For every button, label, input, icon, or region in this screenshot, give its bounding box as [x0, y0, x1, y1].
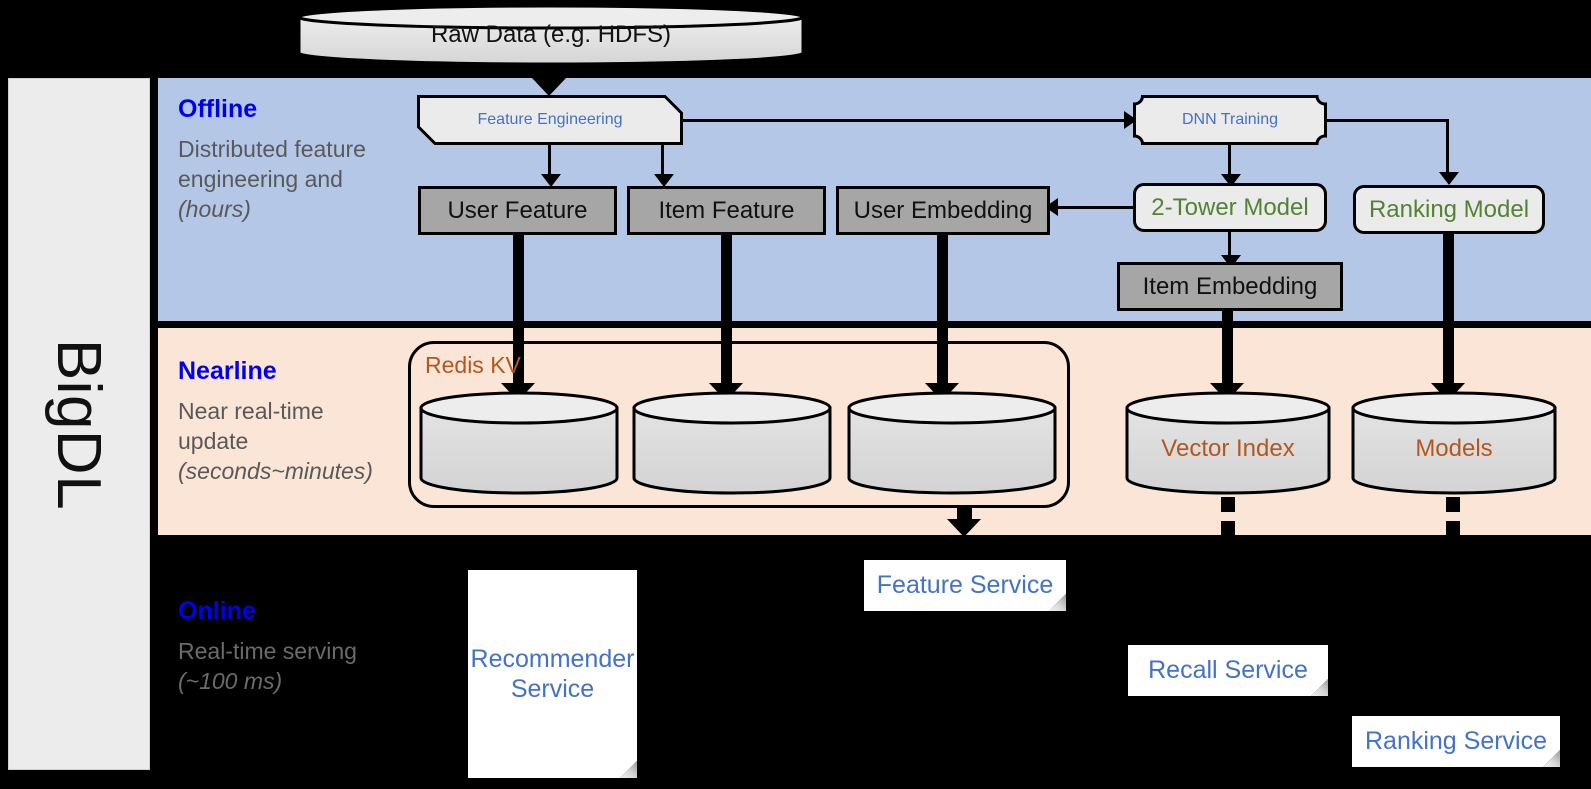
dnn-training-label: DNN Training — [1181, 111, 1279, 128]
pipe-itemembedding-vectorindex — [1222, 311, 1233, 387]
pipe-userembedding-redis — [937, 235, 948, 387]
item-feature-box[interactable]: Item Feature — [627, 186, 826, 235]
stub-models-upper — [1446, 497, 1460, 512]
stub-vectorindex-upper — [1221, 497, 1235, 512]
bigdl-label: BigDL — [44, 338, 114, 510]
offline-caption: Offline Distributed feature engineering … — [178, 95, 393, 225]
arrowhead-fe-userfeature — [541, 174, 561, 187]
connector-dnn-ranking-h — [1327, 119, 1449, 122]
arrowhead-dnn-ranking — [1439, 172, 1459, 185]
nearline-caption: Nearline Near real-time update (seconds~… — [178, 357, 393, 487]
redis-kv-container — [408, 341, 1070, 508]
user-feature-box[interactable]: User Feature — [418, 186, 617, 235]
online-subtitle: Real-time serving (~100 ms) — [178, 636, 393, 697]
ranking-service-note[interactable]: Ranking Service — [1352, 716, 1560, 767]
offline-subtitle-emphasis: (hours) — [178, 196, 251, 223]
models-label: Models — [1415, 435, 1493, 462]
connector-fe-itemfeature — [661, 145, 664, 177]
stub-vectorindex-lower — [1221, 521, 1235, 535]
redis-kv-label: Redis KV — [425, 352, 521, 378]
connector-rawdata-fe — [549, 66, 552, 80]
models-cylinder: Models — [1350, 391, 1558, 495]
online-subtitle-emphasis: (~100 ms) — [178, 667, 283, 694]
online-caption: Online Real-time serving (~100 ms) — [178, 597, 393, 697]
ranking-service-label: Ranking Service — [1352, 716, 1560, 767]
user-feature-store-cylinder — [418, 391, 620, 495]
ranking-model-box[interactable]: Ranking Model — [1353, 185, 1545, 234]
two-tower-model-box[interactable]: 2-Tower Model — [1133, 183, 1327, 232]
online-title: Online — [178, 597, 256, 625]
pipe-rankingmodel-models — [1443, 234, 1454, 387]
vector-index-label: Vector Index — [1161, 435, 1295, 462]
feature-service-note[interactable]: Feature Service — [864, 560, 1066, 611]
user-feature-label: User Feature — [447, 196, 588, 224]
connector-dnn-twotower — [1228, 145, 1231, 177]
recommender-service-note[interactable]: Recommender Service — [468, 570, 637, 778]
item-embedding-label: Item Embedding — [1142, 272, 1318, 300]
online-subtitle-text: Real-time serving — [178, 637, 357, 664]
nearline-subtitle-emphasis: (seconds~minutes) — [178, 458, 373, 485]
vector-index-cylinder: Vector Index — [1124, 391, 1332, 495]
recall-service-label: Recall Service — [1128, 645, 1328, 696]
raw-data-cylinder: Raw Data (e.g. HDFS) — [296, 4, 806, 66]
ranking-model-label: Ranking Model — [1368, 195, 1530, 223]
dnn-training-box[interactable]: DNN Training — [1133, 95, 1327, 145]
nearline-subtitle: Near real-time update (seconds~minutes) — [178, 396, 393, 487]
nearline-title: Nearline — [178, 357, 277, 385]
offline-subtitle: Distributed feature engineering and (hou… — [178, 134, 393, 225]
connector-dnn-ranking-v — [1446, 119, 1449, 175]
raw-data-label: Raw Data (e.g. HDFS) — [430, 21, 672, 48]
bigdl-framework-rail: BigDL — [8, 78, 150, 770]
item-feature-store-cylinder — [631, 391, 833, 495]
connector-twotower-userembedding — [1055, 206, 1135, 209]
feature-engineering-box[interactable]: Feature Engineering — [417, 95, 683, 145]
item-embedding-box[interactable]: Item Embedding — [1117, 262, 1343, 311]
nearline-subtitle-text: Near real-time update — [178, 397, 324, 454]
connector-fe-userfeature — [548, 145, 551, 177]
recall-service-note[interactable]: Recall Service — [1128, 645, 1328, 696]
pipe-userfeature-redis — [513, 235, 524, 387]
arrowhead-rawdata-fe — [532, 78, 566, 96]
user-embedding-label: User Embedding — [853, 196, 1033, 224]
recommender-service-label: Recommender Service — [468, 570, 637, 778]
pipe-itemfeature-redis — [721, 235, 732, 387]
arrowhead-fe-itemfeature — [654, 174, 674, 187]
user-embedding-store-cylinder — [846, 391, 1058, 495]
offline-title: Offline — [178, 95, 258, 123]
feature-engineering-label: Feature Engineering — [477, 111, 623, 128]
arrowhead-redis-featureservice — [947, 519, 981, 537]
feature-service-label: Feature Service — [864, 560, 1066, 611]
stub-models-lower — [1446, 521, 1460, 535]
stub-redis-featureservice — [957, 505, 972, 520]
user-embedding-box[interactable]: User Embedding — [836, 186, 1050, 235]
item-feature-label: Item Feature — [658, 196, 795, 224]
offline-subtitle-text: Distributed feature engineering and — [178, 135, 366, 192]
connector-fe-dnn — [683, 119, 1126, 122]
two-tower-model-label: 2-Tower Model — [1151, 193, 1309, 221]
connector-twotower-itemembedding — [1228, 232, 1231, 260]
